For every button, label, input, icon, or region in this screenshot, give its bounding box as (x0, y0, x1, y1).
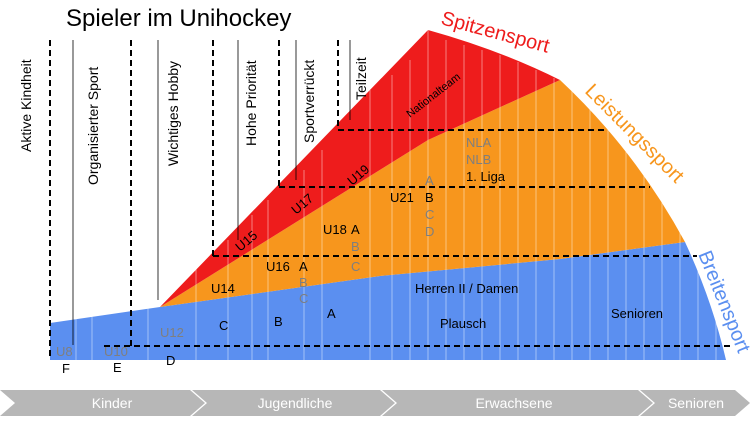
grid-lines (75, 30, 717, 360)
label-u12: U12 (160, 325, 184, 340)
label-u16-a: A (299, 259, 308, 274)
phase-label-kinder: Kinder (92, 395, 133, 411)
spitzensport-region (160, 30, 560, 307)
motivation-sportverrueckt: Sportverrückt (301, 60, 317, 143)
label-u8: U8 (56, 344, 73, 359)
label-herren-damen: Herren II / Damen (415, 281, 518, 296)
label-u10: U10 (104, 344, 128, 359)
label-c: C (219, 318, 228, 333)
motivation-aktive-kindheit: Aktive Kindheit (18, 59, 34, 152)
label-u21-b: B (425, 190, 434, 205)
label-u21-a: A (425, 173, 434, 188)
label-nlb: NLB (466, 152, 491, 167)
label-plausch: Plausch (440, 316, 486, 331)
label-u21: U21 (390, 190, 414, 205)
phase-label-jugendliche: Jugendliche (258, 395, 333, 411)
phase-erwachsene (382, 390, 653, 416)
breitensport-region (50, 242, 726, 360)
label-f: F (62, 361, 70, 376)
label-u21-c: C (425, 207, 434, 222)
motivation-separators (72, 40, 351, 345)
motivation-lines (49, 40, 733, 360)
label-nla: NLA (466, 135, 492, 150)
phase-arrow-bar (0, 390, 750, 416)
label-e: E (113, 360, 122, 375)
phase-senioren (640, 390, 750, 416)
label-senioren-category: Senioren (611, 306, 663, 321)
phase-label-erwachsene: Erwachsene (475, 395, 552, 411)
label-u18: U18 (323, 222, 347, 237)
label-1-liga: 1. Liga (466, 169, 506, 184)
label-u16: U16 (266, 259, 290, 274)
diagram-title: Spieler im Unihockey (66, 5, 291, 32)
motivation-teilzeit: Teilzeit (353, 57, 369, 100)
label-u18-b: B (351, 239, 360, 254)
label-u16-b: B (299, 275, 308, 290)
motivation-hohe-prioritaet: Hohe Priorität (243, 60, 259, 146)
phase-label-senioren: Senioren (668, 395, 724, 411)
label-u18-a: A (351, 222, 360, 237)
label-u14: U14 (211, 281, 235, 296)
phase-labels: Kinder Jugendliche Erwachsene Senioren (92, 395, 724, 411)
motivation-wichtiges-hobby: Wichtiges Hobby (165, 61, 181, 166)
label-u21-d: D (425, 224, 434, 239)
motivation-organisierter-sport: Organisierter Sport (85, 67, 101, 185)
label-u18-c: C (351, 259, 360, 274)
phase-jugendliche (192, 390, 395, 416)
label-u16-c: C (299, 291, 308, 306)
label-b: B (274, 314, 283, 329)
label-d: D (166, 353, 175, 368)
label-a: A (327, 306, 336, 321)
phase-kinder (0, 390, 205, 416)
